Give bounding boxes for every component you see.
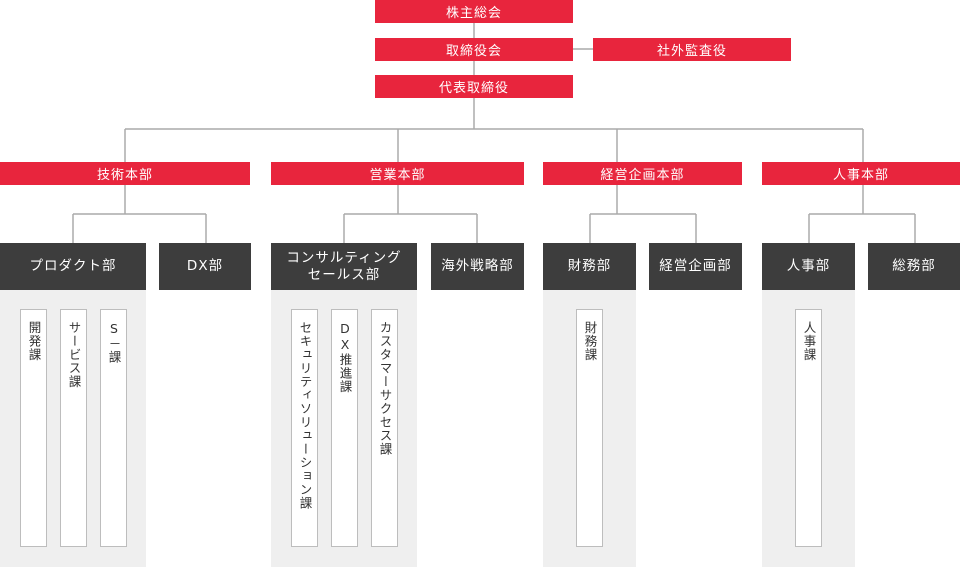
department-finance: 財務部 — [543, 243, 636, 290]
section-finance: 財務課 — [576, 309, 603, 547]
section-development-label: 開発課 — [26, 321, 42, 362]
department-product: プロダクト部 — [0, 243, 146, 290]
section-development: 開発課 — [20, 309, 47, 547]
division-human-resources: 人事本部 — [762, 162, 960, 185]
shareholders-meeting-box: 株主総会 — [375, 0, 573, 23]
department-consulting-sales-line1: コンサルティング — [286, 249, 402, 266]
division-sales: 営業本部 — [271, 162, 524, 185]
department-dx: DX部 — [159, 243, 251, 290]
division-technology: 技術本部 — [0, 162, 250, 185]
department-corporate-planning: 経営企画部 — [649, 243, 742, 290]
section-finance-label: 財務課 — [582, 321, 598, 362]
section-dx-promotion-label: DX推進課 — [337, 321, 353, 394]
section-service: サービス課 — [60, 309, 87, 547]
section-s: S－課 — [100, 309, 127, 547]
department-overseas-strategy: 海外戦略部 — [431, 243, 524, 290]
department-consulting-sales-line2: セールス部 — [307, 266, 381, 283]
section-dx-promotion: DX推進課 — [331, 309, 358, 547]
board-of-directors-box: 取締役会 — [375, 38, 573, 61]
external-auditor-box: 社外監査役 — [593, 38, 791, 61]
section-hr-label: 人事課 — [801, 321, 817, 362]
section-s-label: S－課 — [106, 321, 122, 364]
department-general-affairs: 総務部 — [868, 243, 960, 290]
department-hr: 人事部 — [762, 243, 855, 290]
department-consulting-sales: コンサルティング セールス部 — [271, 243, 417, 290]
section-service-label: サービス課 — [66, 321, 82, 389]
section-customer-success-label: カスタマーサクセス課 — [377, 321, 393, 456]
section-customer-success: カスタマーサクセス課 — [371, 309, 398, 547]
section-security-solution-label: セキュリティソリューション課 — [297, 321, 313, 510]
section-security-solution: セキュリティソリューション課 — [291, 309, 318, 547]
section-hr: 人事課 — [795, 309, 822, 547]
division-corporate-planning: 経営企画本部 — [543, 162, 742, 185]
ceo-box: 代表取締役 — [375, 75, 573, 98]
